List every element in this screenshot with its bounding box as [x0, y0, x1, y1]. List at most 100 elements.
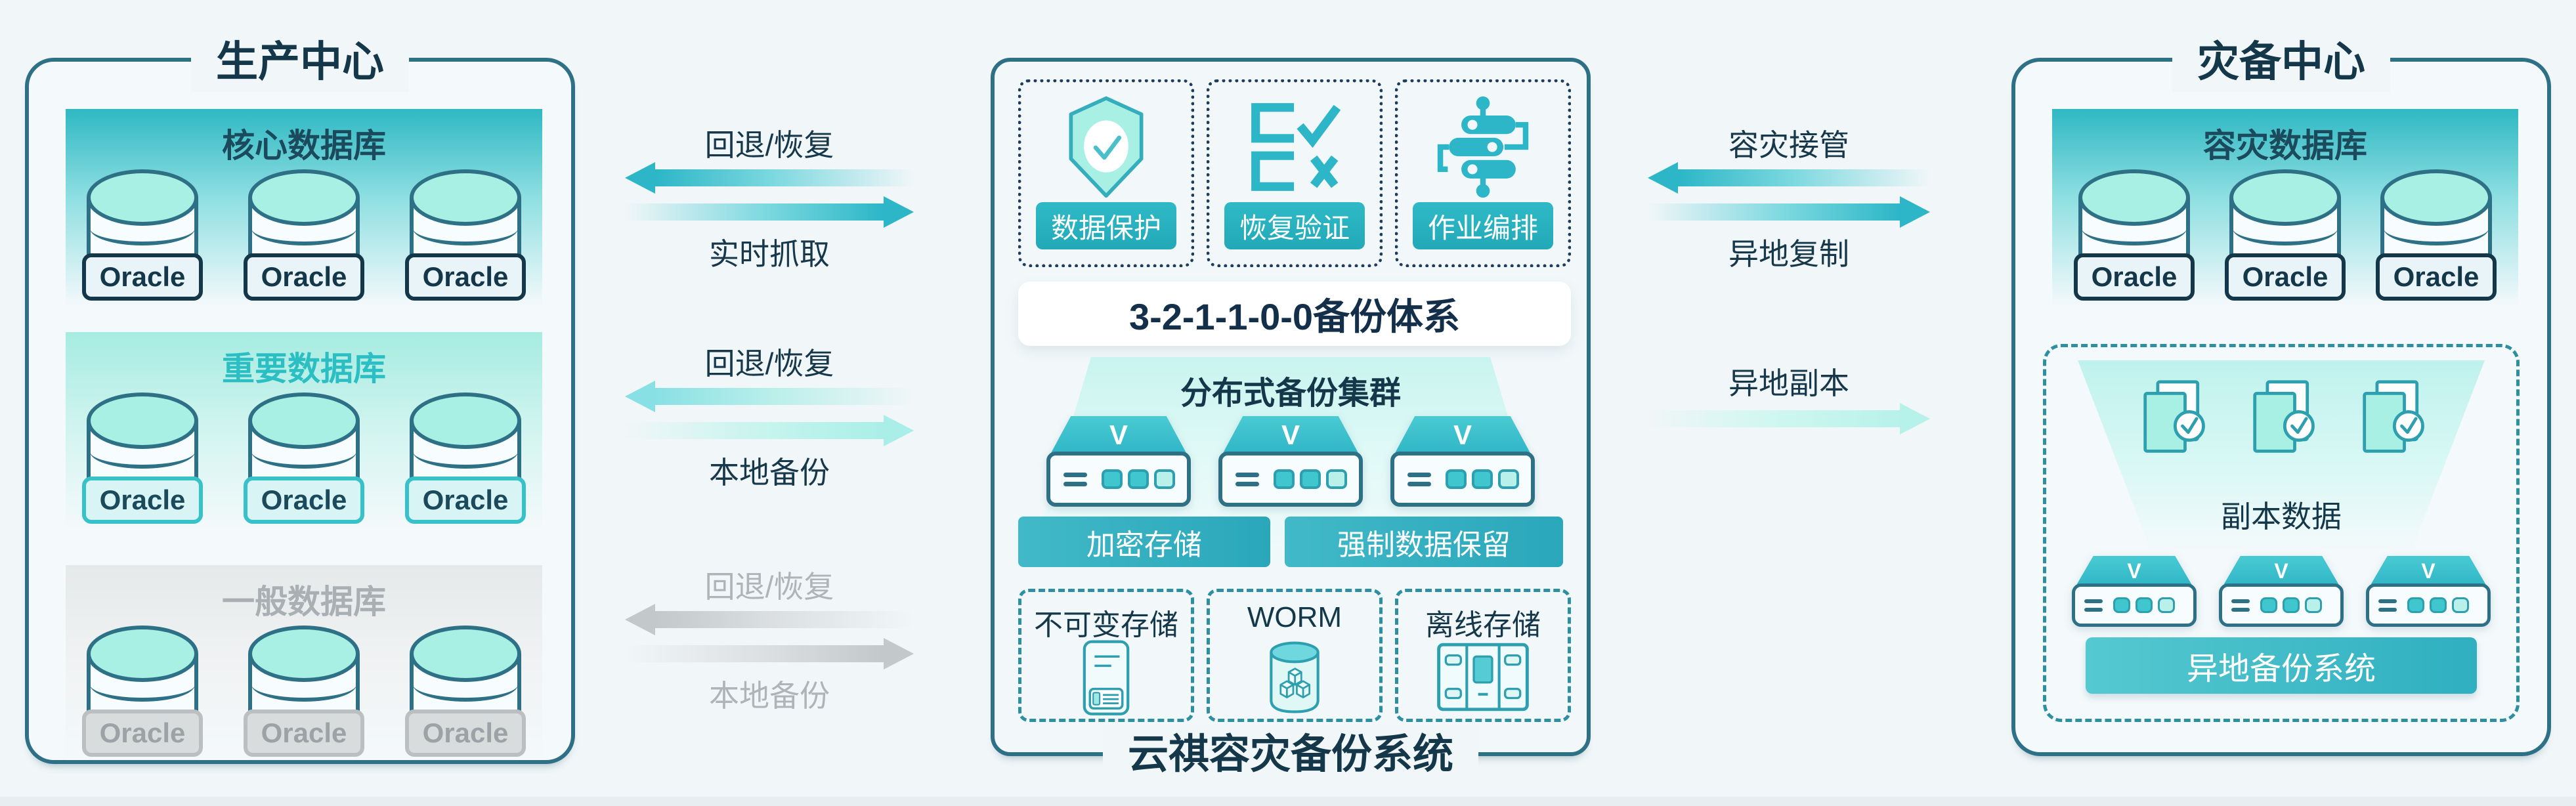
oracle-db-cylinder: Oracle	[82, 169, 203, 301]
backup-server-icon: V	[1218, 416, 1363, 507]
cylinder-top	[248, 626, 360, 682]
v-logo: V	[1050, 416, 1187, 454]
cylinder-top	[87, 169, 198, 226]
arrow-label: 异地复制	[1728, 237, 1849, 271]
oracle-db-cylinder: Oracle	[405, 169, 526, 301]
retention-button: 强制数据保留	[1284, 517, 1563, 567]
storage-type-immutable: 不可变存储	[1018, 589, 1194, 722]
arrow-left-icon	[625, 162, 914, 194]
storage-type-label: 不可变存储	[1034, 609, 1178, 641]
arrow-right-icon	[1648, 403, 1930, 435]
storage-type-offline: 离线存储	[1395, 589, 1571, 722]
arrow-left-icon	[1648, 162, 1930, 194]
server-leds	[2407, 597, 2469, 613]
arrow-right-icon	[625, 415, 914, 446]
v-logo: V	[2370, 556, 2487, 586]
arrow-right-icon	[625, 638, 914, 669]
oracle-badge: Oracle	[405, 253, 526, 301]
orchestration-icon	[1398, 95, 1568, 200]
server-leds	[2113, 597, 2175, 613]
v-logo: V	[1222, 416, 1359, 454]
replica-label: 副本数据	[2221, 499, 2342, 534]
arrow-pair-realtime-capture: 回退/恢复 实时抓取	[625, 121, 914, 276]
important-db-title: 重要数据库	[222, 350, 386, 387]
oracle-badge: Oracle	[2225, 253, 2346, 301]
server-leds	[1446, 469, 1519, 489]
backup-system-banner: 3-2-1-1-0-0备份体系	[1018, 282, 1571, 346]
oracle-badge: Oracle	[244, 477, 364, 524]
arrow-pair-dr-takeover: 容灾接管 异地复制	[1648, 121, 1930, 276]
replica-doc-icon	[2252, 380, 2315, 453]
vinchin-system-title: 云祺容灾备份系统	[1102, 725, 1479, 785]
offsite-system-bar: 异地备份系统	[2086, 637, 2477, 694]
oracle-db-cylinder: Oracle	[405, 626, 526, 757]
production-center-panel: 生产中心 核心数据库 Oracle Oracle Oracle	[25, 32, 575, 764]
storage-buttons-row: 加密存储 强制数据保留	[1018, 517, 1563, 567]
oracle-badge: Oracle	[405, 477, 526, 524]
oracle-badge: Oracle	[405, 710, 526, 757]
feature-data-protection: 数据保护	[1018, 79, 1194, 267]
cylinder-top	[410, 392, 521, 449]
storage-type-label: WORM	[1247, 601, 1342, 633]
oracle-db-cylinder: Oracle	[82, 626, 203, 757]
oracle-db-cylinder: Oracle	[244, 626, 364, 757]
cluster-server-row: V V V	[995, 416, 1587, 507]
arrow-label: 本地备份	[709, 679, 830, 713]
cylinder-top	[410, 626, 521, 682]
production-center-title: 生产中心	[191, 32, 409, 92]
checklist-icon	[1210, 95, 1379, 200]
dr-db-group: 容灾数据库 Oracle Oracle Oracle	[2052, 109, 2518, 306]
feature-label: 恢复验证	[1224, 202, 1365, 249]
oracle-db-cylinder: Oracle	[2225, 169, 2346, 301]
arrow-label: 回退/恢复	[704, 347, 834, 381]
cylinder-top	[2078, 169, 2190, 226]
offline-storage-icon	[1398, 639, 1568, 715]
arrow-label: 回退/恢复	[704, 128, 834, 162]
encrypted-storage-button: 加密存储	[1018, 517, 1270, 567]
vinchin-backup-system-panel: 数据保护 恢复验证	[991, 58, 1591, 785]
arrow-right-icon	[1648, 196, 1930, 228]
oracle-db-cylinder: Oracle	[244, 392, 364, 524]
general-db-title: 一般数据库	[222, 583, 386, 620]
arrow-label: 本地备份	[709, 456, 830, 490]
v-logo: V	[2076, 556, 2193, 586]
v-logo: V	[1394, 416, 1531, 454]
server-leds	[1274, 469, 1347, 489]
oracle-badge: Oracle	[2074, 253, 2195, 301]
important-db-row: Oracle Oracle Oracle	[66, 392, 542, 524]
offsite-server-row: V V V	[2046, 556, 2516, 627]
cylinder-top	[2380, 169, 2492, 226]
feature-label: 数据保护	[1036, 202, 1176, 249]
feature-label: 作业编排	[1413, 202, 1553, 249]
replica-doc-icon	[2362, 380, 2424, 453]
general-db-row: Oracle Oracle Oracle	[66, 626, 542, 757]
arrow-pair-local-backup: 回退/恢复 本地备份	[625, 340, 914, 495]
cylinder-top	[248, 392, 360, 449]
cylinder-top	[2229, 169, 2341, 226]
dr-db-title: 容灾数据库	[2203, 127, 2367, 164]
arrow-label: 异地副本	[1728, 366, 1849, 400]
arrow-label: 回退/恢复	[704, 570, 834, 604]
offsite-backup-box: 副本数据 V V V 异地备份系统	[2043, 344, 2520, 722]
cylinder-top	[410, 169, 521, 226]
oracle-db-cylinder: Oracle	[405, 392, 526, 524]
storage-type-label: 离线存储	[1425, 609, 1541, 641]
cylinder-top	[248, 169, 360, 226]
arrow-left-icon	[625, 604, 914, 635]
server-leds	[1102, 469, 1175, 489]
replica-doc-icon	[2143, 380, 2205, 453]
core-db-group: 核心数据库 Oracle Oracle Oracle	[66, 109, 542, 306]
oracle-badge: Oracle	[244, 710, 364, 757]
dr-db-row: Oracle Oracle Oracle	[2052, 169, 2518, 301]
oracle-db-cylinder: Oracle	[82, 392, 203, 524]
arrow-left-icon	[625, 381, 914, 412]
oracle-badge: Oracle	[82, 477, 203, 524]
cluster-title: 分布式备份集群	[1180, 376, 1401, 411]
backup-server-icon: V	[1046, 416, 1191, 507]
dr-center-panel: 灾备中心 容灾数据库 Oracle Oracle Oracle	[2011, 32, 2551, 756]
shield-check-icon	[1021, 95, 1191, 200]
immutable-storage-icon	[1021, 639, 1191, 715]
arrow-right-icon	[625, 196, 914, 228]
arrow-label: 容灾接管	[1728, 128, 1849, 162]
oracle-badge: Oracle	[82, 253, 203, 301]
